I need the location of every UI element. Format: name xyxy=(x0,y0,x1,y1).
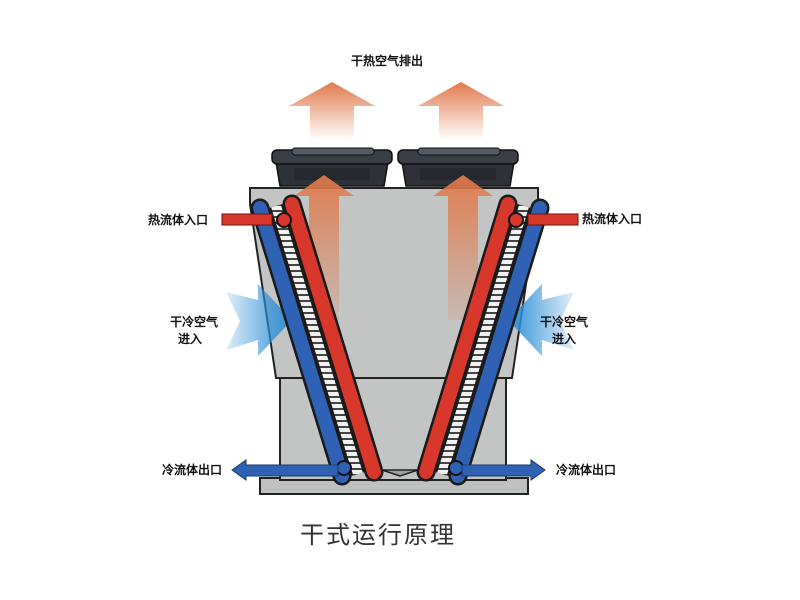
fan-right-icon xyxy=(397,147,519,187)
fan-left-icon xyxy=(271,147,393,187)
label-hot-air-out: 干热空气排出 xyxy=(351,54,424,68)
label-hot-in-left: 热流体入口 xyxy=(148,213,209,227)
cold-outlet-arrow-left xyxy=(231,459,339,481)
label-cold-out-left: 冷流体出口 xyxy=(162,463,223,477)
header-hot-left-icon xyxy=(276,212,292,228)
label-hot-in-right: 热流体入口 xyxy=(582,212,643,226)
center-valley xyxy=(381,469,419,477)
header-cold-left-icon xyxy=(336,460,352,476)
hot-air-out-arrow-right xyxy=(418,82,504,140)
coil-right xyxy=(416,194,550,486)
hot-inlet-pipe-right xyxy=(527,213,579,226)
header-cold-right-icon xyxy=(448,460,464,476)
cold-air-in-arrow-right xyxy=(508,284,574,356)
header-hot-right-icon xyxy=(508,212,524,228)
cold-outlet-arrow-right xyxy=(461,459,546,481)
label-cold-air-in-left-2: 进入 xyxy=(178,332,203,346)
label-cold-out-right: 冷流体出口 xyxy=(556,463,617,477)
coil-left xyxy=(250,194,384,486)
hot-air-out-arrow-left xyxy=(289,82,375,140)
label-cold-air-in-right-2: 进入 xyxy=(552,332,577,346)
diagram-caption: 干式运行原理 xyxy=(300,521,456,549)
cold-air-in-arrow-left xyxy=(226,284,292,356)
label-cold-air-in-right-1: 干冷空气 xyxy=(540,315,589,329)
hot-inlet-pipe-left xyxy=(221,213,273,226)
label-cold-air-in-left-1: 干冷空气 xyxy=(170,315,219,329)
